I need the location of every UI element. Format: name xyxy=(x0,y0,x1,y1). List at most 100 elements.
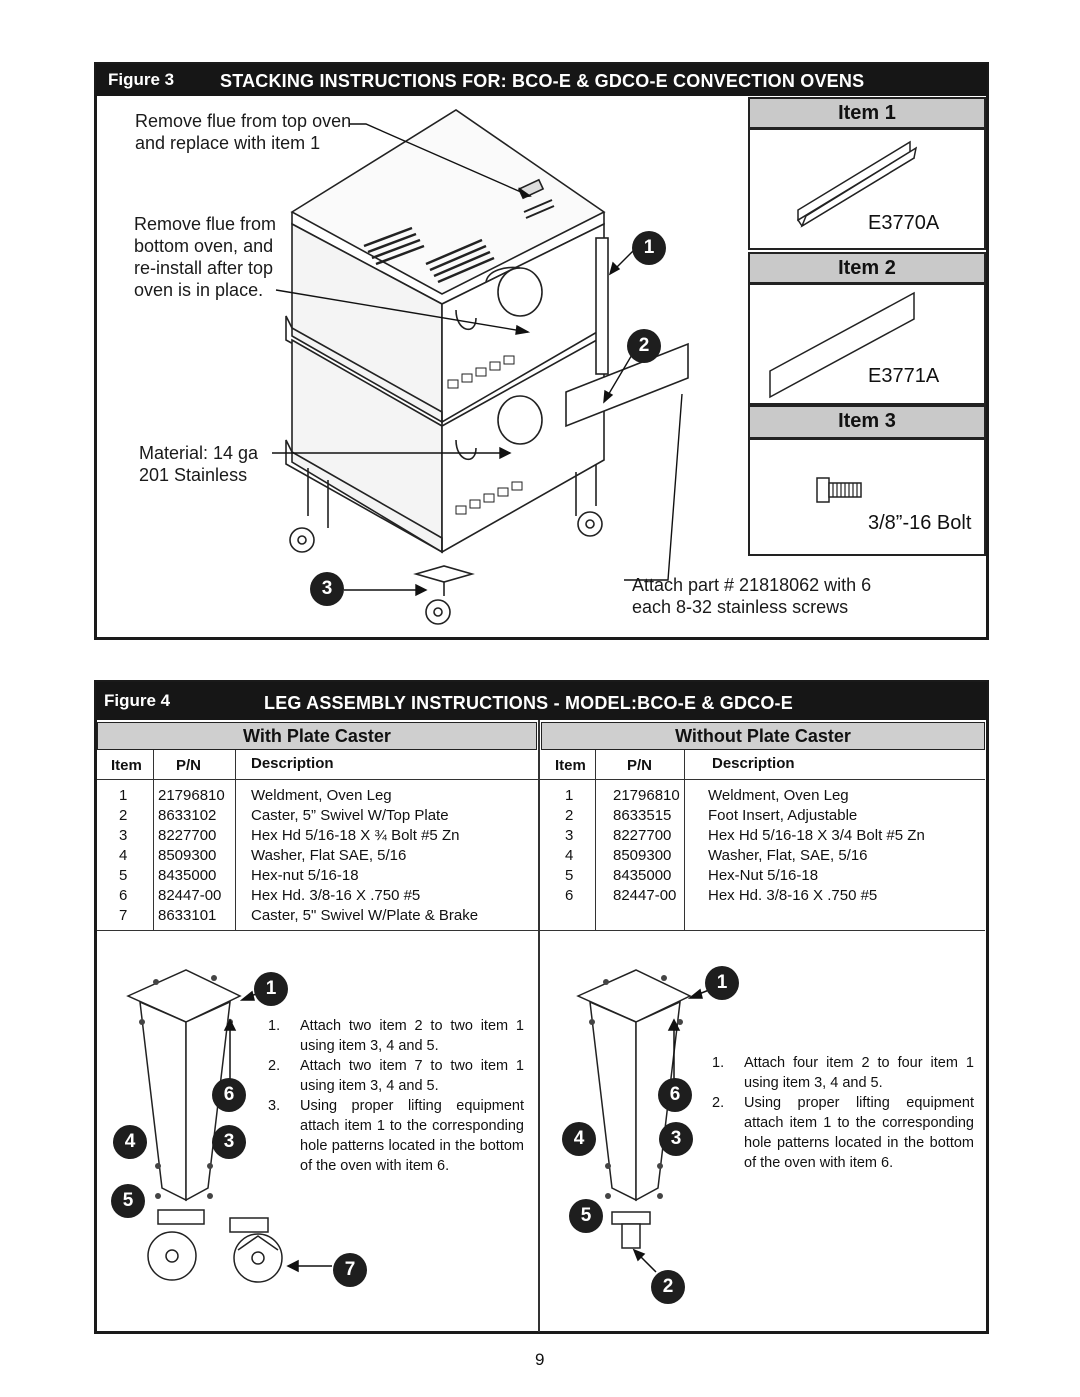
step-number: 2. xyxy=(712,1095,725,1111)
table-header-line xyxy=(97,779,985,780)
cell-item: 3 xyxy=(119,827,128,844)
cell-pn: 21796810 xyxy=(613,787,680,804)
item-3-cell: 3/8”-16 Bolt xyxy=(748,438,986,556)
callout-2: 2 xyxy=(651,1270,685,1304)
cell-description: Washer, Flat SAE, 5/16 xyxy=(251,847,407,864)
col-header-item: Item xyxy=(555,757,586,774)
cell-description: Hex Hd. 3/8-16 X .750 #5 xyxy=(251,887,421,904)
cell-item: 3 xyxy=(565,827,574,844)
stacked-ovens-illustration xyxy=(272,109,689,625)
item-1-header: Item 1 xyxy=(748,97,986,129)
figure-3-title: STACKING INSTRUCTIONS FOR: BCO-E & GDCO-… xyxy=(220,71,865,91)
cell-pn: 8227700 xyxy=(613,827,672,844)
cell-description: Caster, 5" Swivel W/Plate & Brake xyxy=(251,907,479,924)
step-text: Attach four item 2 to four item 1 using … xyxy=(744,1055,974,1091)
item-1-cell: E3770A xyxy=(748,128,986,250)
figure-3-header: Figure 3 STACKING INSTRUCTIONS FOR: BCO-… xyxy=(96,64,987,96)
callout-3: 3 xyxy=(310,572,344,606)
cell-pn: 8435000 xyxy=(613,867,672,884)
cell-item: 1 xyxy=(565,787,574,804)
step-number: 3. xyxy=(268,1098,281,1114)
figure-4-title: LEG ASSEMBLY INSTRUCTIONS - MODEL:BCO-E … xyxy=(264,693,793,713)
with-plate-heading: With Plate Caster xyxy=(97,722,537,750)
table-bottom-line xyxy=(97,930,985,931)
page-number: 9 xyxy=(535,1350,545,1369)
cell-pn: 8633101 xyxy=(158,907,217,924)
col-line xyxy=(153,750,154,930)
cell-item: 6 xyxy=(119,887,128,904)
cell-pn: 8633102 xyxy=(158,807,217,824)
callout-3: 3 xyxy=(212,1125,246,1159)
item-2-header: Item 2 xyxy=(748,252,986,284)
leg-with-plate-caster-illustration xyxy=(126,969,332,1283)
channel-bracket-icon xyxy=(796,140,918,228)
callout-1: 1 xyxy=(632,231,666,265)
item-3-part-number: 3/8”-16 Bolt xyxy=(868,512,972,534)
table-center-divider xyxy=(538,720,540,1332)
step-text: Attach two item 2 to two item 1 using it… xyxy=(300,1018,524,1054)
item-2-part-number: E3771A xyxy=(868,365,940,387)
leg-without-plate-caster-illustration xyxy=(576,969,715,1273)
figure-3-label: Figure 3 xyxy=(108,70,175,89)
callout-4: 4 xyxy=(562,1122,596,1156)
note-material: Material: 14 ga 201 Stainless xyxy=(139,443,259,485)
callout-4: 4 xyxy=(113,1125,147,1159)
cell-item: 5 xyxy=(119,867,128,884)
without-plate-heading: Without Plate Caster xyxy=(541,722,985,750)
cell-item: 2 xyxy=(565,807,574,824)
cell-description: Hex Hd 5/16-18 X 3/4 Bolt #5 Zn xyxy=(708,827,925,844)
cell-description: Weldment, Oven Leg xyxy=(708,787,849,804)
with-plate-step-3: 3. Using proper lifting equipment attach… xyxy=(268,1096,524,1176)
item-2-cell: E3771A xyxy=(748,283,986,405)
cell-description: Hex-Nut 5/16-18 xyxy=(708,867,819,884)
step-number: 1. xyxy=(268,1018,281,1034)
col-header-description: Description xyxy=(712,755,795,772)
cell-description: Foot Insert, Adjustable xyxy=(708,807,858,824)
cell-pn: 8633515 xyxy=(613,807,672,824)
figure-4-header: Figure 4 LEG ASSEMBLY INSTRUCTIONS - MOD… xyxy=(96,682,987,720)
cell-description: Hex-nut 5/16-18 xyxy=(251,867,359,884)
step-number: 1. xyxy=(712,1055,725,1071)
cell-description: Hex Hd. 3/8-16 X .750 #5 xyxy=(708,887,878,904)
callout-5: 5 xyxy=(569,1199,603,1233)
callout-1: 1 xyxy=(254,972,288,1006)
cell-description: Hex Hd 5/16-18 X ¾ Bolt #5 Zn xyxy=(251,827,460,844)
cell-pn: 8509300 xyxy=(158,847,217,864)
cell-pn: 82447-00 xyxy=(613,887,677,904)
with-plate-step-2: 2. Attach two item 7 to two item 1 using… xyxy=(268,1056,524,1096)
callout-7: 7 xyxy=(333,1253,367,1287)
col-header-item: Item xyxy=(111,757,142,774)
bolt-icon xyxy=(816,477,862,503)
cell-pn: 8435000 xyxy=(158,867,217,884)
without-plate-step-2: 2. Using proper lifting equipment attach… xyxy=(712,1093,974,1173)
cell-item: 7 xyxy=(119,907,128,924)
without-plate-step-1: 1. Attach four item 2 to four item 1 usi… xyxy=(712,1053,974,1093)
figure-4-label: Figure 4 xyxy=(104,691,171,710)
note-attach-part: Attach part # 21818062 with 6 each 8-32 … xyxy=(632,575,872,617)
flat-plate-icon xyxy=(769,291,915,399)
note-remove-flue-top: Remove flue from top oven and replace wi… xyxy=(135,111,352,153)
cell-pn: 21796810 xyxy=(158,787,225,804)
with-plate-step-1: 1. Attach two item 2 to two item 1 using… xyxy=(268,1016,524,1056)
step-text: Using proper lifting equipment attach it… xyxy=(744,1095,974,1171)
cell-item: 2 xyxy=(119,807,128,824)
cell-item: 1 xyxy=(119,787,128,804)
step-number: 2. xyxy=(268,1058,281,1074)
col-header-pn: P/N xyxy=(627,757,653,774)
cell-pn: 8227700 xyxy=(158,827,217,844)
figure-3-frame xyxy=(94,62,989,640)
item-3-header: Item 3 xyxy=(748,405,986,439)
item-1-part-number: E3770A xyxy=(868,212,940,234)
cell-item: 4 xyxy=(565,847,574,864)
cell-description: Caster, 5” Swivel W/Top Plate xyxy=(251,807,449,824)
callout-5: 5 xyxy=(111,1184,145,1218)
cell-pn: 82447-00 xyxy=(158,887,222,904)
callout-3: 3 xyxy=(659,1122,693,1156)
figure-4-frame xyxy=(94,680,989,1334)
callout-6: 6 xyxy=(212,1078,246,1112)
col-line xyxy=(684,750,685,930)
cell-item: 4 xyxy=(119,847,128,864)
step-text: Attach two item 7 to two item 1 using it… xyxy=(300,1058,524,1094)
cell-item: 5 xyxy=(565,867,574,884)
note-remove-flue-bottom: Remove flue from bottom oven, and re-ins… xyxy=(134,214,277,300)
